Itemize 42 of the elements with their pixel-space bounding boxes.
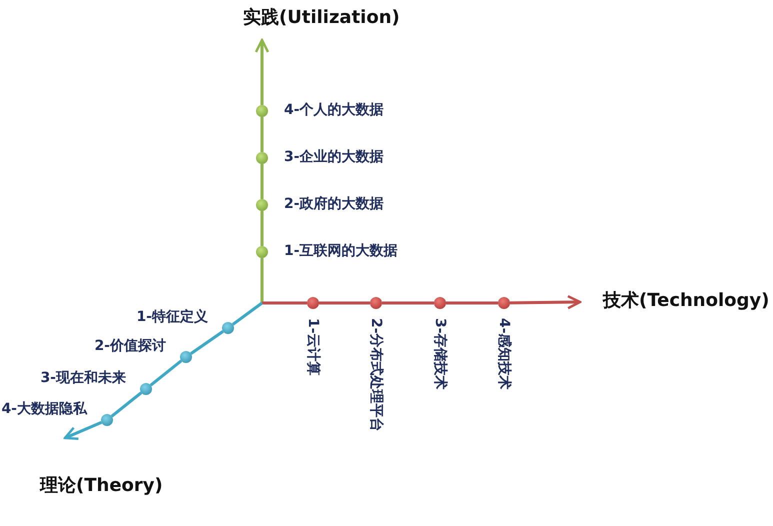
- item-dot: [140, 383, 152, 395]
- item-label: 3-现在和未来: [40, 370, 126, 387]
- axis-title: 理论(Theory): [40, 475, 163, 497]
- axis-line: [319, 302, 370, 304]
- axis-line: [382, 302, 434, 304]
- item-dot: [307, 297, 319, 309]
- item-label: 3-存储技术: [431, 318, 448, 390]
- item-label: 4-大数据隐私: [1, 401, 87, 418]
- axis-line: [262, 302, 307, 304]
- item-label: 4-感知技术: [495, 318, 512, 390]
- item-label: 2-政府的大数据: [284, 196, 384, 213]
- axis-title: 实践(Utilization): [243, 7, 400, 29]
- item-label: 2-价值探讨: [94, 338, 166, 355]
- axis-title: 技术(Technology): [603, 290, 770, 312]
- item-dot: [256, 152, 268, 164]
- item-dot: [256, 105, 268, 117]
- item-label: 1-互联网的大数据: [284, 243, 398, 260]
- item-label: 3-企业的大数据: [284, 149, 384, 166]
- axis-arrow: [254, 38, 270, 105]
- axis-line: [260, 258, 264, 303]
- item-label: 2-分布式处理平台: [367, 318, 384, 432]
- axis-arrow: [64, 420, 102, 440]
- axis-line: [110, 392, 142, 418]
- axis-line: [150, 360, 182, 386]
- axis-line: [260, 211, 264, 246]
- axis-line: [260, 117, 264, 152]
- axis-arrow: [510, 294, 582, 310]
- item-dot: [256, 199, 268, 211]
- item-label: 1-云计算: [304, 318, 321, 376]
- item-dot: [370, 297, 382, 309]
- axis-line: [260, 164, 264, 199]
- item-dot: [498, 297, 510, 309]
- item-dot: [222, 322, 234, 334]
- item-dot: [180, 351, 192, 363]
- item-label: 4-个人的大数据: [284, 102, 384, 119]
- axis-line: [446, 302, 498, 304]
- axis-line: [190, 330, 224, 355]
- item-dot: [256, 246, 268, 258]
- item-dot: [101, 414, 113, 426]
- item-dot: [434, 297, 446, 309]
- item-label: 1-特征定义: [136, 309, 208, 326]
- axis-line: [232, 302, 263, 326]
